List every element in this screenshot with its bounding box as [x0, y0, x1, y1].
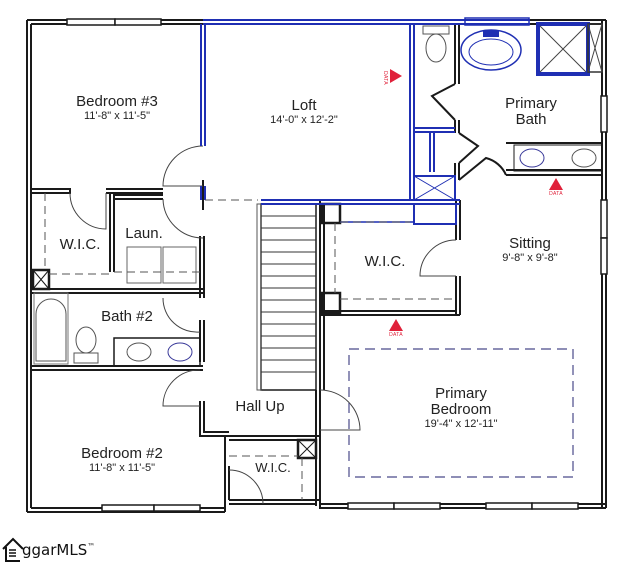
house-logo-icon: [2, 537, 24, 562]
loft-wall-top: [203, 19, 530, 25]
room-label-wic-left: W.I.C.: [59, 236, 101, 253]
room-label-laundry: Laun.: [125, 225, 163, 242]
data-triangle-icon: [389, 319, 403, 331]
room-label-wic-center: W.I.C.: [364, 253, 406, 270]
room-label-bedroom3: Bedroom #3 11'-8" x 11'-5": [76, 93, 158, 122]
loft-wall-left: [200, 24, 206, 146]
room-label-primary-bath: Primary Bath: [505, 95, 557, 128]
mls-watermark: ggarMLS™: [2, 536, 95, 564]
room-label-loft: Loft 14'-0" x 12'-2": [270, 97, 338, 126]
room-label-sitting: Sitting 9'-8" x 9'-8": [502, 235, 558, 264]
room-label-primary-bedroom: Primary Bedroom 19'-4" x 12'-11": [424, 385, 498, 430]
bed-outline-dashed: [348, 348, 574, 478]
trademark-symbol: ™: [87, 542, 96, 551]
data-triangle-icon: [390, 69, 402, 83]
room-label-bath2: Bath #2: [101, 308, 153, 325]
watermark-text: ggarMLS: [22, 541, 88, 559]
loft-wall-right: [409, 24, 415, 200]
room-label-hall: Hall Up: [235, 398, 285, 415]
room-label-wic-bottom: W.I.C.: [255, 460, 291, 475]
wall-outer-left: [26, 20, 32, 512]
room-label-bedroom2: Bedroom #2 11'-8" x 11'-5": [81, 445, 163, 474]
data-triangle-icon: [549, 178, 563, 190]
